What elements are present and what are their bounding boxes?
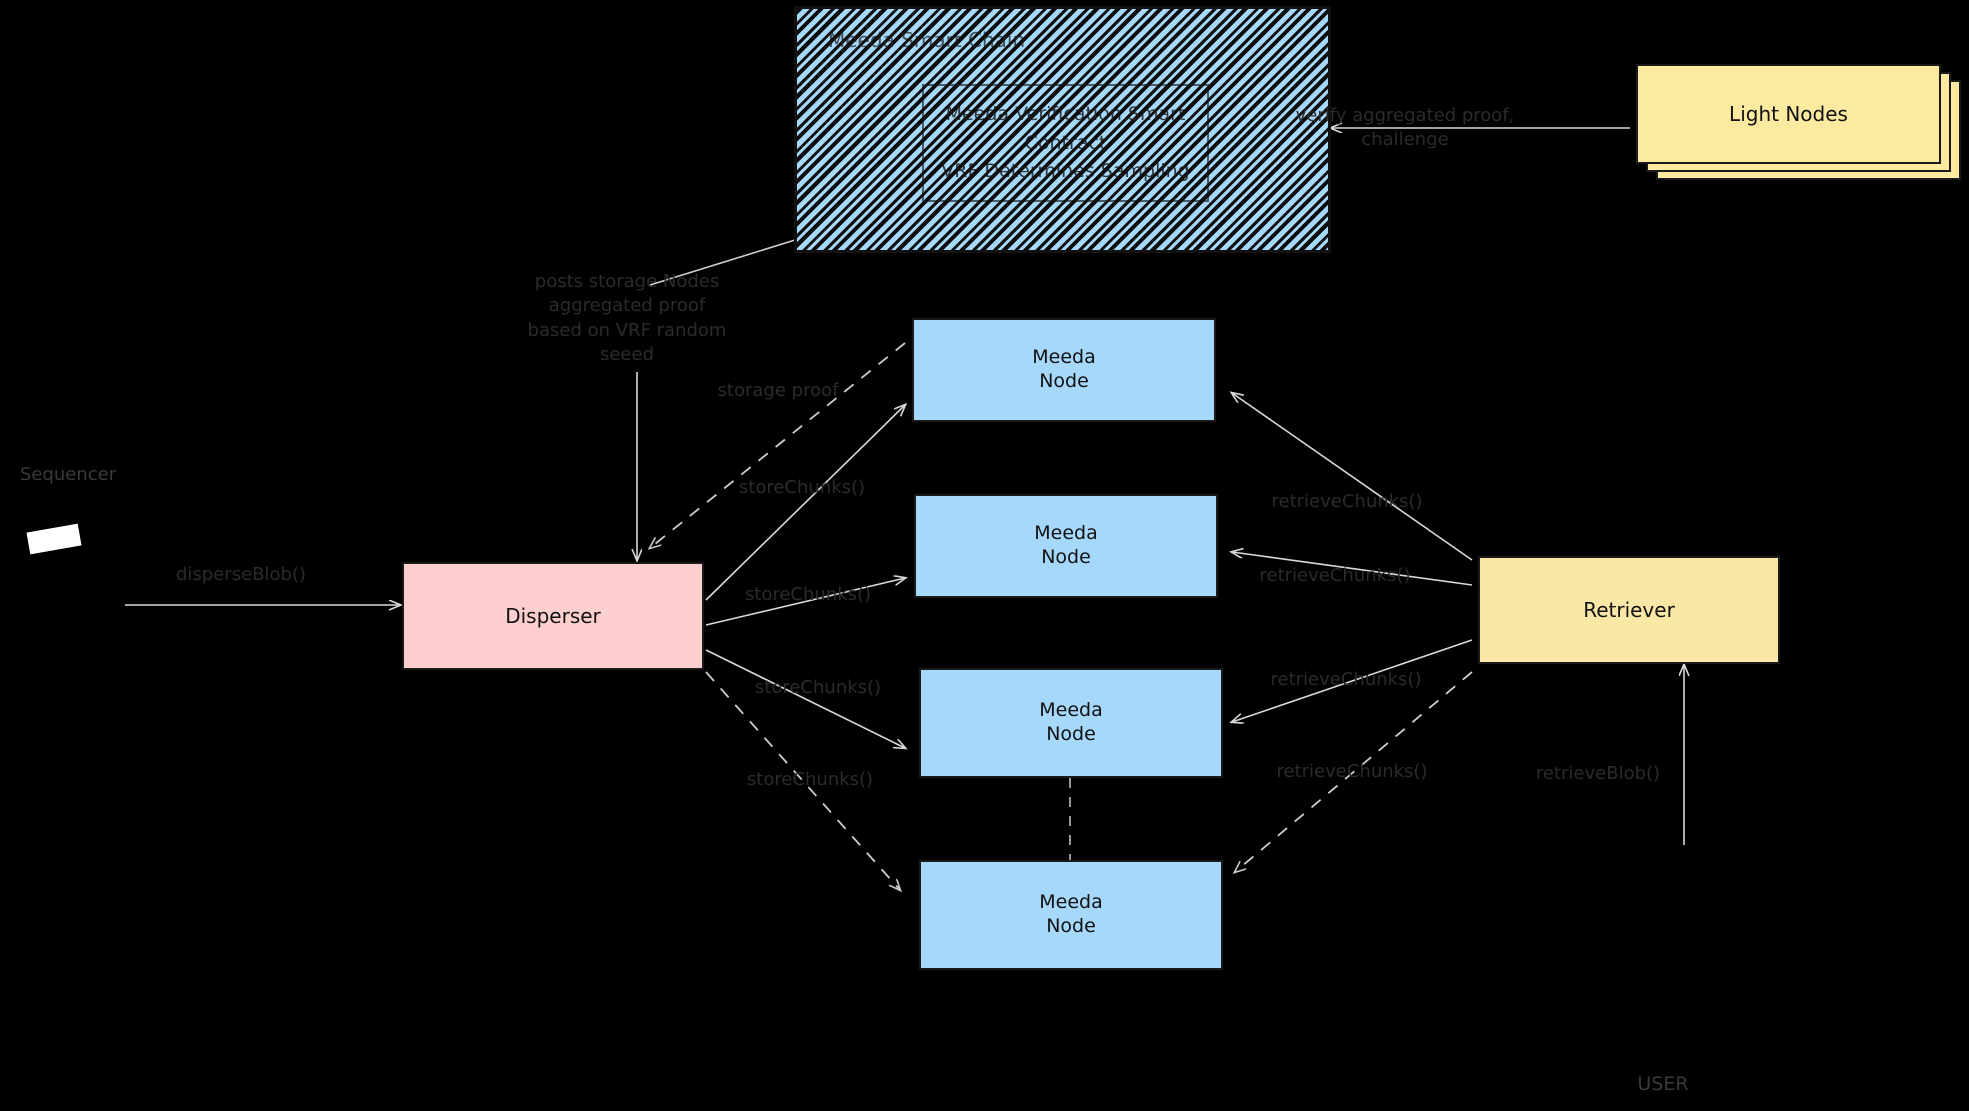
meeda-node-1[interactable]: Meeda Node xyxy=(912,318,1216,422)
light-nodes-label: Light Nodes xyxy=(1729,101,1848,126)
disperser-label: Disperser xyxy=(505,603,601,628)
edge-retrievechunks-node1 xyxy=(1232,393,1473,561)
edge-retrievechunks-node4 xyxy=(1235,671,1473,872)
meeda-smart-chain: Meeda Smart Chain Meeda Verification Sma… xyxy=(794,6,1331,253)
meeda-node-4[interactable]: Meeda Node xyxy=(919,860,1223,970)
edge-retrievechunks-node3 xyxy=(1232,639,1473,722)
edge-storechunks-node4 xyxy=(705,671,900,890)
contract-line-1: Meeda Verification Smart xyxy=(945,103,1186,126)
chain-label: Meeda Smart Chain xyxy=(828,28,1026,52)
edge-retrievechunks-node2 xyxy=(1232,552,1473,586)
chain-hatch-fill xyxy=(794,6,1331,253)
retriever-label: Retriever xyxy=(1583,597,1675,622)
edge-storechunks-node2 xyxy=(705,578,905,626)
meeda-node-2[interactable]: Meeda Node xyxy=(914,494,1218,598)
edge-chain-to-disperser-posts xyxy=(649,239,796,286)
retriever-box[interactable]: Retriever xyxy=(1478,556,1780,664)
edge-storage-proof xyxy=(650,342,906,548)
contract-line-3: VRF Determines Sampling xyxy=(941,160,1190,183)
meeda-node-3[interactable]: Meeda Node xyxy=(919,668,1223,778)
light-nodes-box[interactable]: Light Nodes xyxy=(1636,64,1941,164)
verification-contract-box: Meeda Verification Smart Contract VRF De… xyxy=(922,84,1209,202)
disperser-box[interactable]: Disperser xyxy=(402,562,704,670)
edge-storechunks-node1 xyxy=(705,405,905,601)
contract-line-2: Contract xyxy=(1024,131,1107,154)
edge-storechunks-node3 xyxy=(705,649,905,748)
